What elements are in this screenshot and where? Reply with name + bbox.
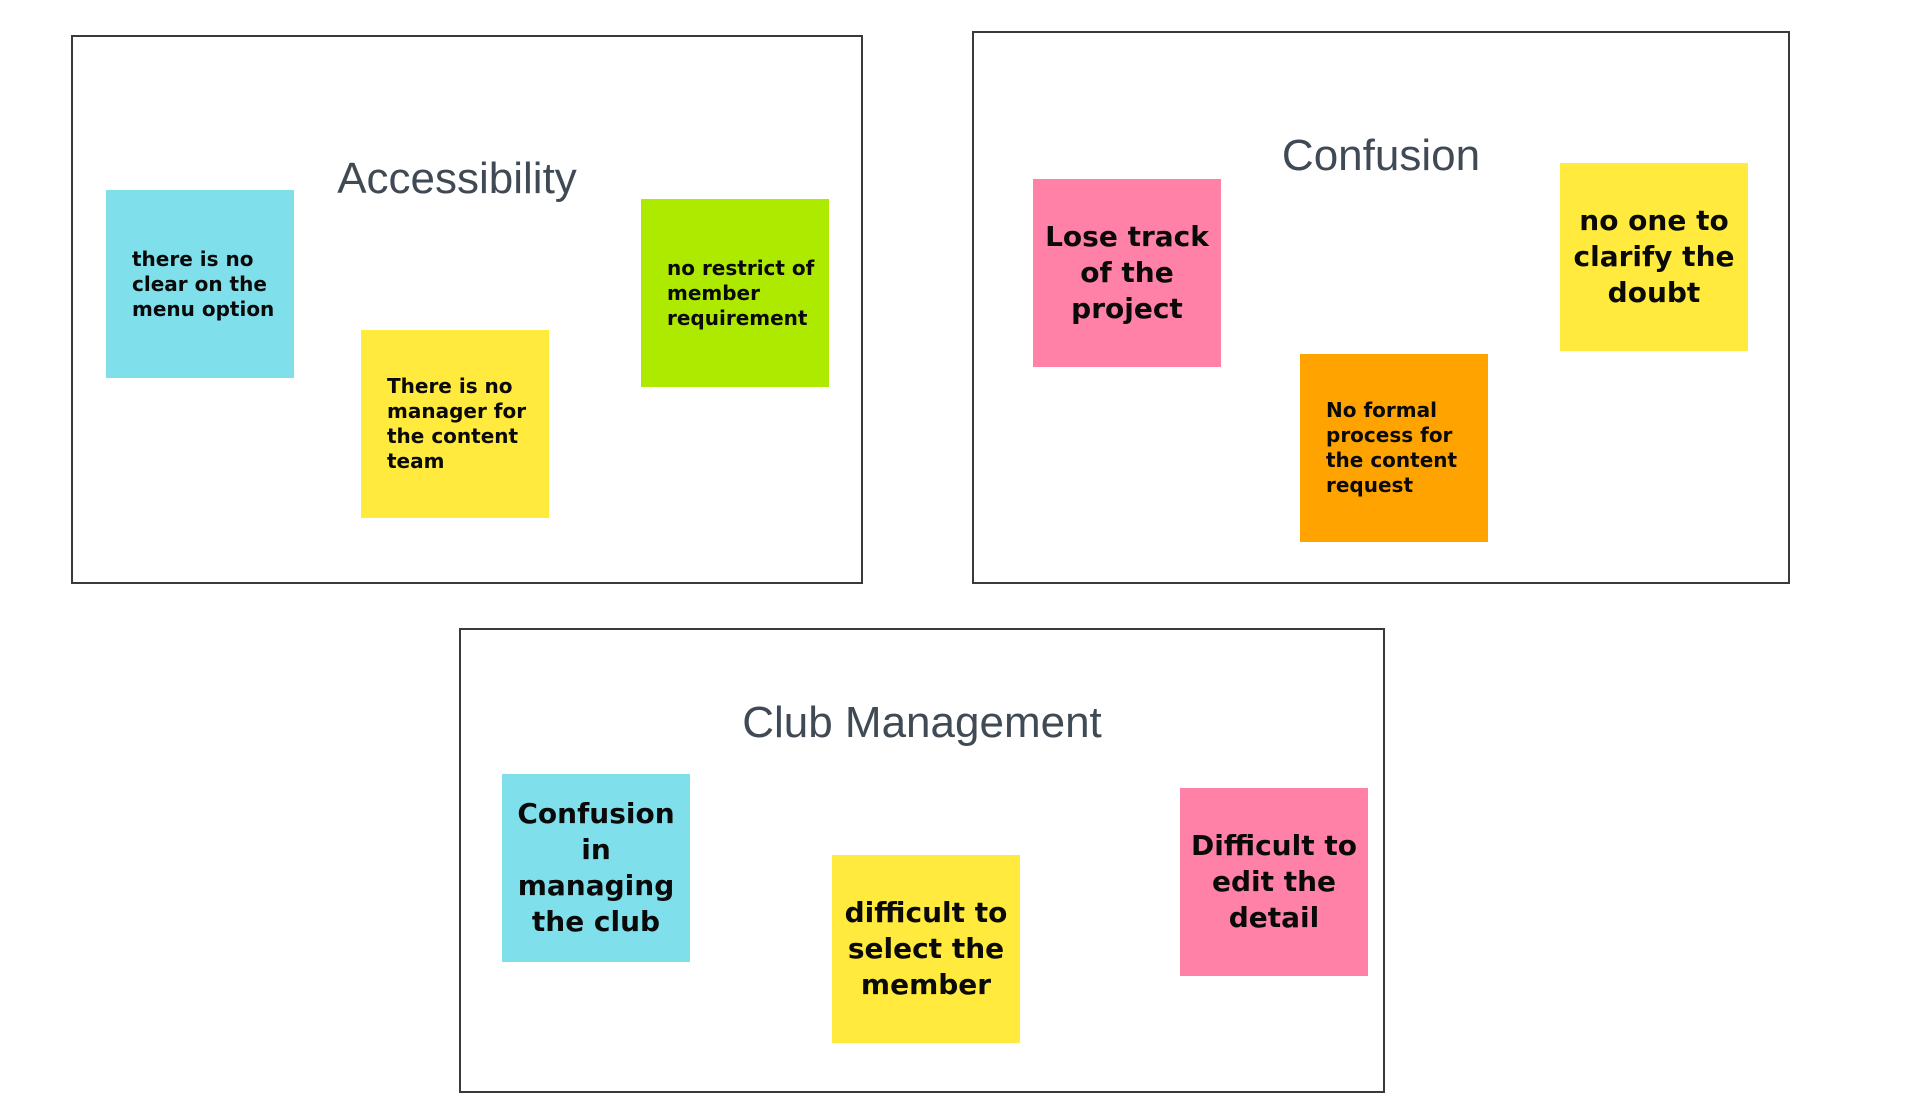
sticky-note-no-one-to-clarify[interactable]: no one to clarify the doubt [1560,163,1748,351]
sticky-note-no-restrict[interactable]: no restrict of member requirement [641,199,829,387]
confusion-title: Confusion [1281,131,1481,180]
club-management-title: Club Management [742,698,1102,747]
sticky-note-difficult-select[interactable]: difficult to select the member [832,855,1020,1043]
sticky-note-text: no one to clarify the doubt [1573,204,1735,309]
sticky-note-text: Difficult to edit the detail [1191,829,1357,934]
sticky-note-text: No formal process for the content reques… [1326,398,1458,497]
sticky-note-no-manager[interactable]: There is no manager for the content team [361,330,549,518]
sticky-note-text: Lose track of the project [1045,220,1209,325]
sticky-note-difficult-edit[interactable]: Difficult to edit the detail [1180,788,1368,976]
accessibility-panel: Accessibility there is no clear on the m… [71,35,863,584]
confusion-panel: Confusion Lose track of the project No f… [972,31,1790,584]
sticky-note-text: There is no manager for the content team [387,374,527,473]
sticky-note-lose-track[interactable]: Lose track of the project [1033,179,1221,367]
sticky-note-confusion-managing[interactable]: Confusion in managing the club [502,774,690,962]
club-management-panel: Club Management Confusion in managing th… [459,628,1385,1093]
sticky-note-text: difficult to select the member [844,896,1008,1001]
sticky-note-no-formal-process[interactable]: No formal process for the content reques… [1300,354,1488,542]
accessibility-title: Accessibility [337,154,577,203]
sticky-note-text: Confusion in managing the club [517,797,675,938]
sticky-note-no-clear-menu[interactable]: there is no clear on the menu option [106,190,294,378]
sticky-note-text: no restrict of member requirement [667,255,815,330]
sticky-note-text: there is no clear on the menu option [132,246,275,321]
